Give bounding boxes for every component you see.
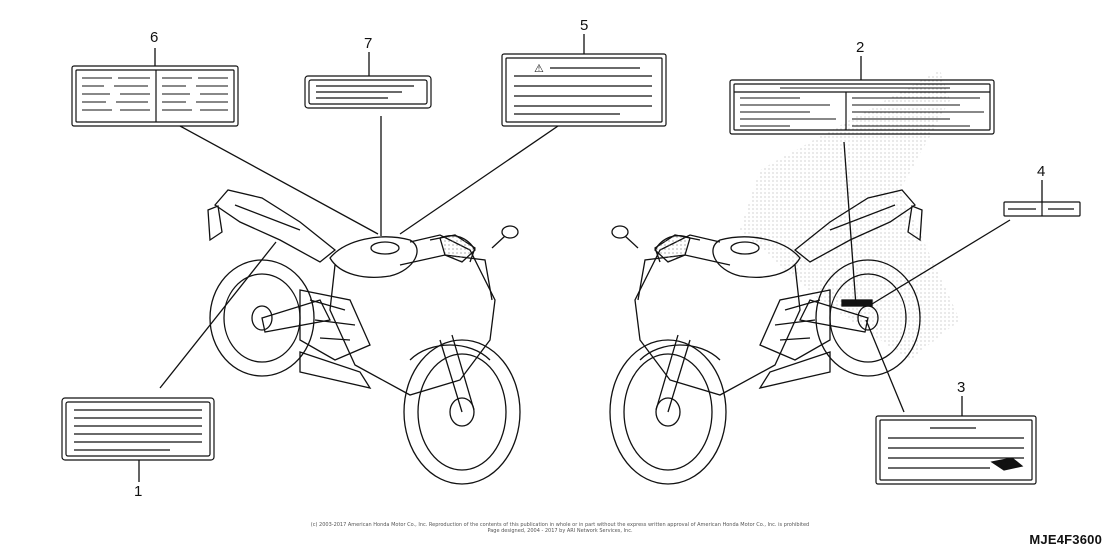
callout-5[interactable]: 5 (580, 17, 588, 34)
left-motorcycle (207, 189, 521, 485)
label-3[interactable] (875, 415, 1037, 485)
copyright-notice: (c) 2003-2017 American Honda Motor Co., … (300, 522, 820, 534)
label-6[interactable] (71, 65, 239, 127)
callout-7[interactable]: 7 (364, 35, 372, 52)
label-7[interactable] (304, 75, 432, 109)
callout-1[interactable]: 1 (134, 483, 142, 500)
label-2[interactable] (729, 79, 995, 135)
callout-6[interactable]: 6 (150, 29, 158, 46)
callout-3[interactable]: 3 (957, 379, 965, 396)
warning-icon: ⚠ (534, 62, 544, 75)
label-1[interactable] (61, 397, 215, 461)
shading-area (740, 70, 960, 360)
right-motorcycle (609, 189, 923, 485)
copyright-line-1: (c) 2003-2017 American Honda Motor Co., … (310, 522, 810, 528)
label-5[interactable] (501, 53, 667, 127)
copyright-line-2: Page designed, 2004 - 2017 by ARI Networ… (487, 528, 633, 534)
diagram-code: MJE4F3600 (1029, 532, 1102, 547)
label-4[interactable] (1003, 201, 1081, 217)
callout-2[interactable]: 2 (856, 39, 864, 56)
leader-lines (138, 34, 1043, 482)
callout-4[interactable]: 4 (1037, 163, 1045, 180)
